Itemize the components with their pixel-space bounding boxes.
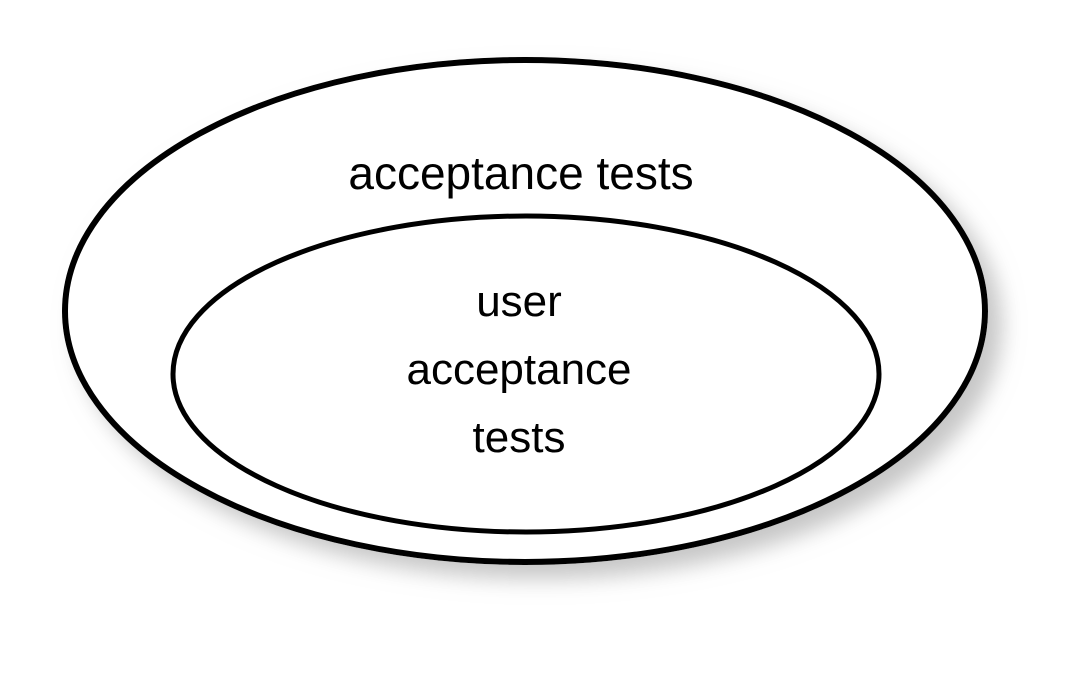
inner-ellipse-user-acceptance-tests[interactable] bbox=[170, 213, 882, 535]
outer-ellipse-label: acceptance tests bbox=[348, 147, 693, 199]
inner-ellipse-label-line-1: user bbox=[476, 277, 562, 326]
inner-ellipse-label-line-3: tests bbox=[473, 413, 566, 462]
inner-ellipse-label-line-2: acceptance bbox=[406, 345, 631, 394]
